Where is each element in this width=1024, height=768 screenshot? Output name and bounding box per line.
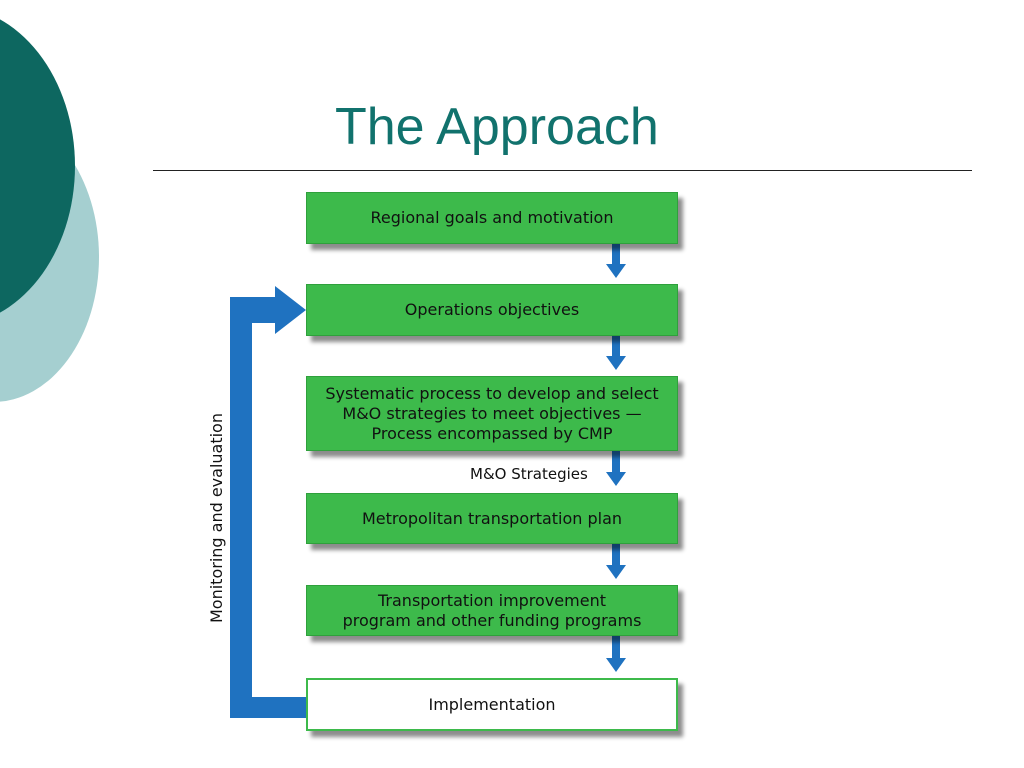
down-arrow-1 bbox=[606, 244, 626, 278]
title-divider bbox=[153, 170, 972, 171]
down-arrow-2 bbox=[606, 336, 626, 370]
step-metropolitan-plan: Metropolitan transportation plan bbox=[306, 493, 678, 544]
step-systematic-process: Systematic process to develop and select… bbox=[306, 376, 678, 451]
feedback-loop-arrow bbox=[230, 286, 306, 718]
step-operations-objectives: Operations objectives bbox=[306, 284, 678, 336]
down-arrow-3 bbox=[606, 451, 626, 486]
down-arrow-5 bbox=[606, 636, 626, 672]
slide-title: The Approach bbox=[335, 98, 659, 156]
step-regional-goals: Regional goals and motivation bbox=[306, 192, 678, 244]
mo-strategies-label: M&O Strategies bbox=[470, 465, 588, 483]
monitoring-evaluation-label: Monitoring and evaluation bbox=[207, 413, 226, 623]
step-implementation: Implementation bbox=[306, 678, 678, 731]
step-transportation-improvement: Transportation improvement program and o… bbox=[306, 585, 678, 636]
down-arrow-4 bbox=[606, 544, 626, 579]
